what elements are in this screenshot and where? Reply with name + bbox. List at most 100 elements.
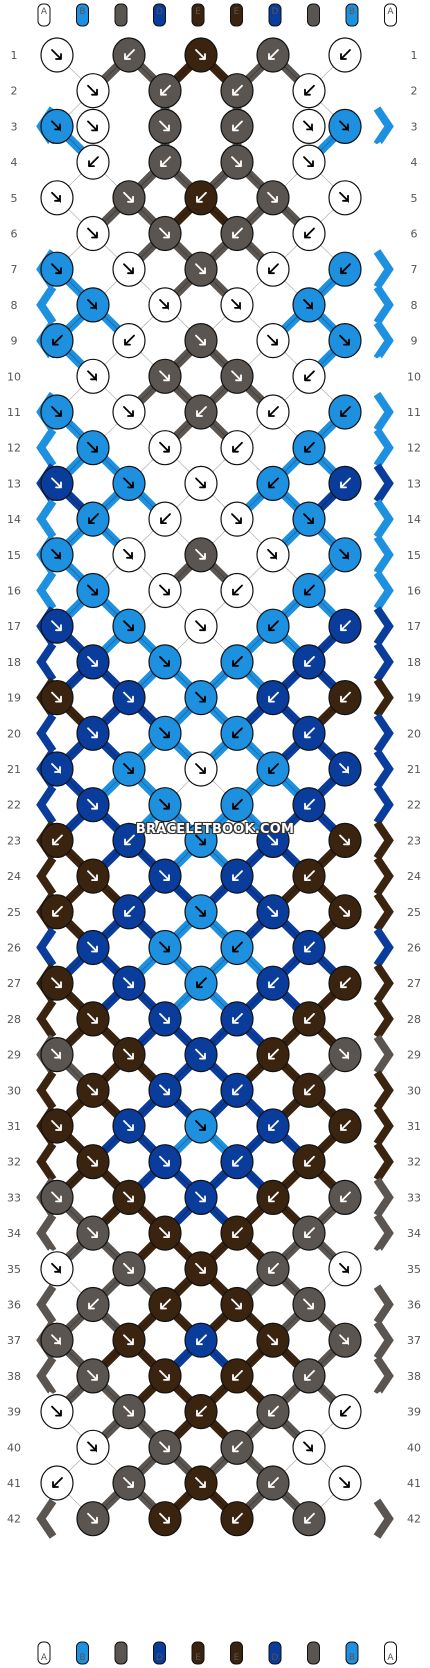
knot-arrow-icon (51, 620, 62, 632)
row-number-right: 7 (411, 263, 418, 276)
row-number-left: 31 (7, 1120, 21, 1133)
knot-arrow-icon (268, 49, 279, 60)
knot-arrow-icon (195, 834, 206, 846)
row-number-right: 22 (407, 799, 421, 812)
knot-arrow-icon (87, 1512, 98, 1524)
edge-strand (373, 856, 394, 897)
edge-strand (373, 70, 394, 111)
row-number-right: 6 (411, 228, 418, 241)
knot-arrow-icon (268, 263, 279, 275)
knot-arrow-icon (87, 1441, 97, 1453)
row-number-left: 39 (7, 1406, 21, 1419)
edge-strand (373, 1427, 394, 1468)
knot-arrow-icon (159, 120, 170, 132)
knot-arrow-icon (267, 1334, 278, 1346)
row-number-right: 36 (407, 1299, 421, 1312)
knot-arrow-icon (268, 1405, 279, 1417)
knot-arrow-icon (51, 977, 62, 989)
row-number-right: 9 (411, 335, 418, 348)
knot-arrow-icon (123, 1120, 134, 1131)
edge-strand (36, 1070, 57, 1111)
row-number-left: 33 (7, 1191, 21, 1204)
row-number-left: 23 (7, 834, 21, 847)
knot-arrow-icon (196, 977, 207, 989)
edge-strand (373, 1498, 394, 1539)
edge-strand (373, 570, 394, 611)
knot-arrow-icon (232, 1227, 243, 1238)
knot-arrow-icon (232, 727, 243, 739)
edge-strand (36, 1141, 57, 1182)
knot-arrow-icon (160, 84, 171, 96)
knot-arrow-icon (304, 1227, 315, 1238)
knot-arrow-icon (159, 227, 170, 239)
knot-arrow-icon (304, 1370, 315, 1381)
edge-strand (36, 142, 57, 183)
knot-arrow-icon (268, 620, 279, 632)
strand-top (230, 3, 243, 27)
strand-letter-bottom: D (272, 1653, 279, 1663)
knot-arrow-icon (123, 406, 134, 417)
row-number-left: 26 (7, 942, 21, 955)
knot-arrow-icon (52, 334, 63, 346)
edge-strand (373, 1213, 394, 1254)
knot-arrow-icon (195, 1120, 206, 1131)
knot-arrow-icon (195, 1477, 206, 1488)
row-number-right: 37 (407, 1334, 421, 1347)
knot-arrow-icon (87, 1227, 98, 1238)
edge-strand (373, 1141, 394, 1182)
edge-strand (373, 1462, 394, 1504)
row-number-left: 40 (7, 1441, 21, 1454)
knot-arrow-icon (159, 370, 170, 382)
strand-letter-top: E (195, 7, 201, 17)
row-number-left: 19 (7, 692, 21, 705)
row-number-right: 32 (407, 1156, 421, 1169)
strand-letter-top: B (79, 7, 85, 17)
knot-arrow-icon (232, 584, 243, 596)
strand-letter-bottom: B (79, 1653, 85, 1663)
edge-strand (373, 356, 394, 397)
strand-bottom (37, 1641, 51, 1665)
strand-letter-bottom: E (234, 1653, 240, 1663)
knot-arrow-icon (51, 49, 62, 60)
knot-arrow-icon (268, 477, 279, 489)
knot-arrow-icon (268, 406, 279, 417)
edge-strand (373, 998, 394, 1039)
knot-arrow-icon (232, 84, 243, 96)
knot-arrow-icon (195, 477, 206, 489)
knot-arrow-icon (195, 1048, 206, 1060)
row-number-left: 24 (7, 870, 21, 883)
knot-arrow-icon (267, 191, 278, 203)
edge-strand (373, 1284, 394, 1325)
strand-top (114, 3, 128, 27)
row-number-left: 27 (7, 977, 21, 990)
knot-arrow-icon (231, 156, 242, 168)
row-number-right: 12 (407, 442, 421, 455)
knot-arrow-icon (159, 584, 170, 596)
edge-strand (373, 106, 394, 147)
knot-arrow-icon (159, 1441, 170, 1453)
knot-arrow-icon (304, 941, 315, 953)
knot-arrow-icon (195, 691, 206, 703)
knot-arrow-icon (339, 1477, 350, 1488)
knot-arrow-icon (87, 120, 98, 132)
knot-arrow-icon (87, 727, 98, 739)
knot-arrow-icon (87, 1013, 98, 1024)
edge-strand (36, 856, 57, 897)
strand-top (191, 3, 205, 27)
edge-strand (373, 784, 394, 825)
knot-arrow-icon (268, 977, 279, 989)
knot-arrow-icon (339, 548, 349, 560)
knot-arrow-icon (159, 870, 170, 881)
knot-arrow-icon (87, 870, 98, 881)
knot-arrow-icon (303, 156, 314, 168)
knot-arrow-icon (51, 1120, 62, 1131)
knot-arrow-icon (232, 1013, 243, 1024)
knot-arrow-icon (267, 548, 277, 560)
knot-arrow-icon (124, 334, 135, 346)
knot-arrow-icon (51, 263, 62, 275)
row-number-left: 8 (11, 299, 18, 312)
row-number-right: 3 (411, 120, 418, 133)
knot-arrow-icon (123, 191, 134, 203)
knot-arrow-icon (159, 1227, 170, 1238)
knot-arrow-icon (51, 691, 62, 703)
